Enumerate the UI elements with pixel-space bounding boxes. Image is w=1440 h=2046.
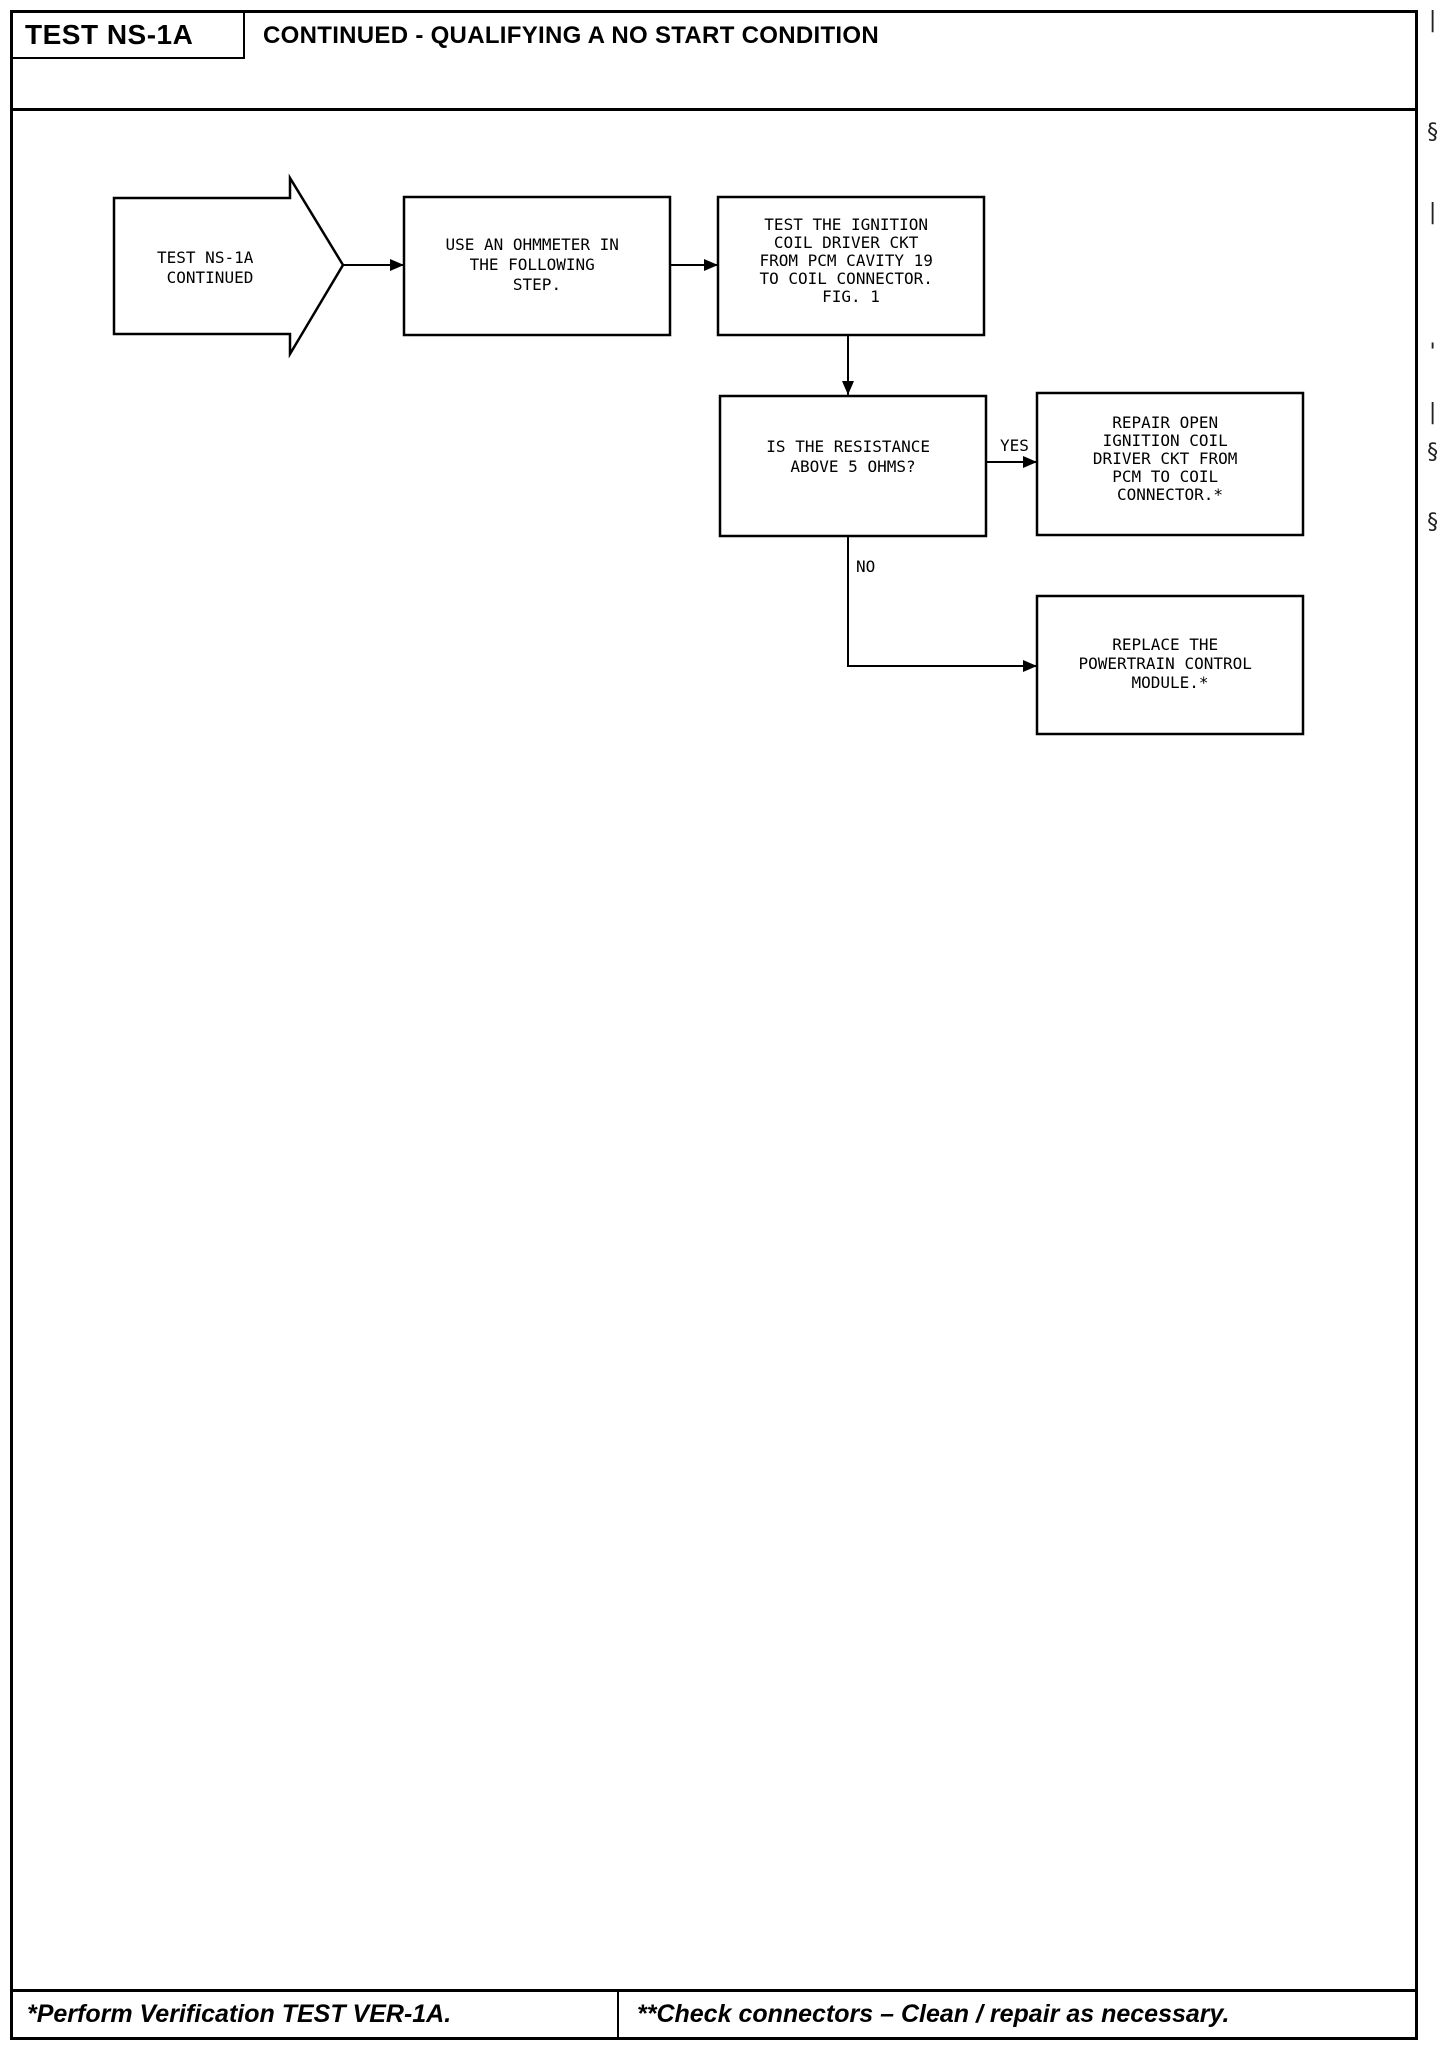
- test-circuit-line-2: COIL DRIVER CKT: [774, 233, 919, 252]
- test-circuit-line-1: TEST THE IGNITION: [764, 215, 928, 234]
- yes-label: YES: [1000, 436, 1029, 455]
- page-title: CONTINUED - QUALIFYING A NO START CONDIT…: [263, 22, 879, 49]
- test-circuit-line-4: TO COIL CONNECTOR.: [759, 269, 932, 288]
- svg-text:USE AN OHMMETER IN THE F: USE AN OHMMETER IN THE FOLLOWING STEP.: [445, 235, 628, 294]
- ohmmeter-line-1: USE AN OHMMETER IN: [445, 235, 618, 254]
- repair-line-1: REPAIR OPEN: [1112, 413, 1218, 432]
- entry-arrow-node: TEST NS-1A CONTINUED: [112, 173, 345, 359]
- svg-text:TEST THE IGNITION COIL D: TEST THE IGNITION COIL DRIVER CKT FROM P…: [759, 215, 942, 306]
- repair-line-4: PCM TO COIL: [1112, 467, 1218, 486]
- footer-row: *Perform Verification TEST VER-1A. **Che…: [13, 1989, 1415, 2037]
- svg-text:IS THE RESISTANCE ABOVE: IS THE RESISTANCE ABOVE 5 OHMS?: [766, 437, 939, 476]
- footer-connectors-note: **Check connectors – Clean / repair as n…: [637, 2000, 1230, 2028]
- replace-pcm-action-node: REPLACE THE POWERTRAIN CONTROL MODULE.*: [1035, 594, 1305, 736]
- entry-line-1: TEST NS-1A: [157, 248, 254, 267]
- adjacent-page-edge: | § | ' | § §: [1426, 8, 1440, 535]
- decision-line-1: IS THE RESISTANCE: [766, 437, 930, 456]
- repair-action-node: REPAIR OPEN IGNITION COIL DRIVER CKT FRO…: [1035, 391, 1305, 537]
- test-circuit-line-3: FROM PCM CAVITY 19: [759, 251, 932, 270]
- replace-line-3: MODULE.*: [1131, 673, 1208, 692]
- test-circuit-line-5: FIG. 1: [822, 287, 880, 306]
- entry-line-2: CONTINUED: [167, 268, 254, 287]
- resistance-decision-node: IS THE RESISTANCE ABOVE 5 OHMS?: [718, 394, 988, 538]
- ohmmeter-step-node: USE AN OHMMETER IN THE FOLLOWING STEP.: [402, 195, 672, 337]
- replace-line-1: REPLACE THE: [1112, 635, 1218, 654]
- repair-line-2: IGNITION COIL: [1103, 431, 1228, 450]
- page-frame: TEST NS-1A CONTINUED - QUALIFYING A NO S…: [10, 10, 1418, 2040]
- svg-text:REPLACE THE POWERTRAIN C: REPLACE THE POWERTRAIN CONTROL MODULE.*: [1078, 635, 1261, 692]
- replace-line-2: POWERTRAIN CONTROL: [1078, 654, 1251, 673]
- svg-text:TEST NS-1A CONTINUED: TEST NS-1A CONTINUED: [157, 248, 263, 287]
- repair-line-3: DRIVER CKT FROM: [1093, 449, 1238, 468]
- connector-no-branch: [847, 536, 1037, 672]
- decision-line-2: ABOVE 5 OHMS?: [790, 457, 915, 476]
- footer-verification-note: *Perform Verification TEST VER-1A.: [27, 2000, 452, 2028]
- ohmmeter-line-2: THE FOLLOWING: [470, 255, 595, 274]
- footer-divider: [617, 1992, 619, 2037]
- ohmmeter-line-3: STEP.: [513, 275, 561, 294]
- svg-text:REPAIR OPEN IGNITION COI: REPAIR OPEN IGNITION COIL DRIVER CKT FRO…: [1093, 413, 1247, 504]
- header-row: TEST NS-1A CONTINUED - QUALIFYING A NO S…: [13, 13, 1415, 111]
- test-id-label: TEST NS-1A: [13, 13, 245, 59]
- test-circuit-step-node: TEST THE IGNITION COIL DRIVER CKT FROM P…: [716, 195, 986, 337]
- repair-line-5: CONNECTOR.*: [1117, 485, 1223, 504]
- no-label: NO: [856, 557, 875, 576]
